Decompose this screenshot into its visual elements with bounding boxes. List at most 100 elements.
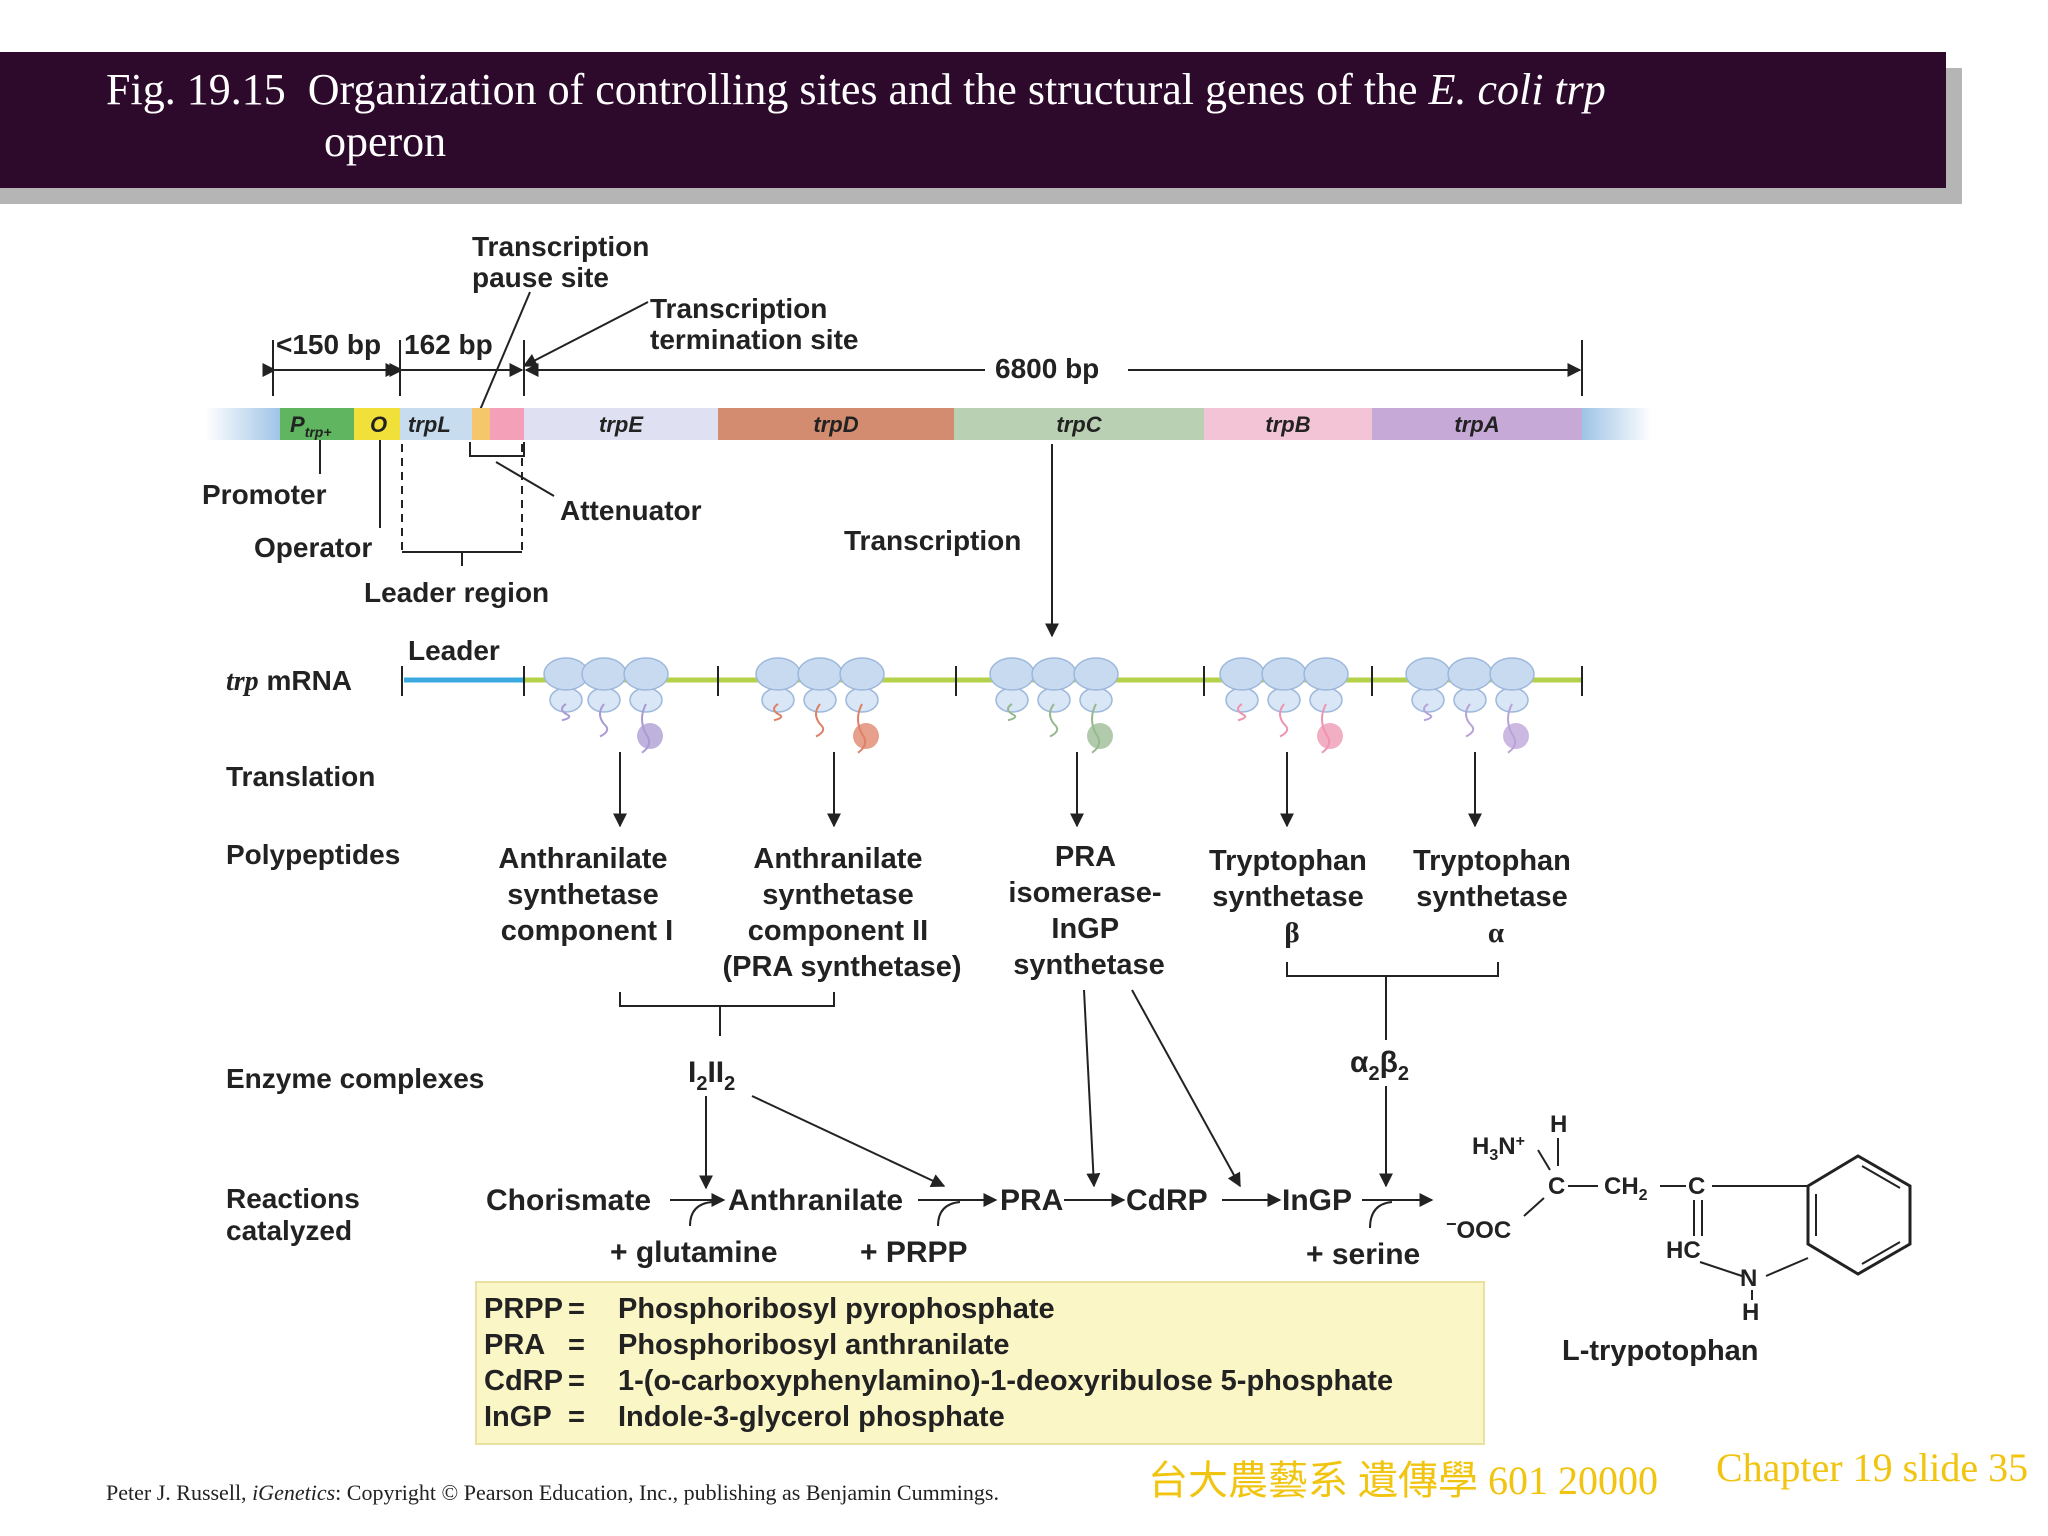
segment-trpE <box>524 408 718 440</box>
complex-bracket-2 <box>1286 962 1499 1040</box>
segment-pause <box>472 408 490 440</box>
segment-attenuator <box>490 408 524 440</box>
trp-nh: H <box>1742 1299 1759 1326</box>
mrna-leader-label: Leader <box>408 635 500 666</box>
trp-bond-n <box>1537 1149 1551 1171</box>
title-bar: Fig. 19.15 Organization of controlling s… <box>0 52 1946 188</box>
segment-label-promoter: Ptrp+ <box>290 412 332 440</box>
segment-trpC <box>954 408 1204 440</box>
reaction-plus-serine: + serine <box>1306 1238 1420 1271</box>
translation-label: Translation <box>226 761 375 792</box>
dna-fade-left <box>205 408 281 440</box>
segment-operator <box>354 408 400 440</box>
segment-label-trpB: trpB <box>1265 412 1310 437</box>
reaction-ingp: InGP <box>1282 1184 1352 1217</box>
attenuator-pointer <box>495 461 555 497</box>
segment-label-trpE: trpE <box>599 412 644 437</box>
ribosome <box>1447 657 1493 738</box>
segment-trpD <box>718 408 954 440</box>
bp-leader-label: 162 bp <box>404 329 493 360</box>
trp-n: N <box>1740 1265 1757 1292</box>
operon-map: Transcription pause site Transcription t… <box>202 231 1652 638</box>
course-footer: 台大農藝系 遺傳學 601 20000 <box>1148 1458 1658 1503</box>
trp-ooc: −OOC <box>1446 1214 1511 1244</box>
reaction-branch-1 <box>689 1201 713 1227</box>
trp-benzene-inner-2 <box>1861 1165 1901 1189</box>
trp-ch2: CH2 <box>1604 1173 1648 1204</box>
segment-label-operator: O <box>370 412 387 437</box>
trp-h3n: H3N+ <box>1472 1133 1525 1164</box>
ribosome-group <box>543 657 1535 754</box>
attenuator-bracket <box>469 442 525 457</box>
figure-title: Organization of controlling sites and th… <box>307 65 1418 114</box>
reactions-label: Reactions catalyzed <box>226 1183 368 1246</box>
transcription-label: Transcription <box>844 525 1021 556</box>
ribosome <box>543 657 589 722</box>
figure-species: E. coli trp <box>1428 65 1606 114</box>
legend-row-pra: PRA=Phosphoribosyl anthranilate <box>484 1329 1010 1361</box>
enzyme-complexes-label: Enzyme complexes <box>226 1063 484 1094</box>
copyright-credit: Peter J. Russell, iGenetics: Copyright ©… <box>106 1480 999 1505</box>
ribosome <box>839 657 885 754</box>
reaction-plus-prpp: + PRPP <box>860 1236 968 1269</box>
trp-alpha-h: H <box>1550 1111 1567 1138</box>
segment-label-trpC: trpC <box>1056 412 1102 437</box>
polypeptide-trpD: Anthranilate synthetase component II (PR… <box>722 843 961 983</box>
promoter-label: Promoter <box>202 479 327 510</box>
ribosome <box>797 657 843 738</box>
reaction-branch-2 <box>937 1201 961 1227</box>
reaction-cdrp: CdRP <box>1126 1184 1208 1217</box>
termination-site-label: Transcription termination site <box>650 293 858 355</box>
reaction-plus-glutamine: + glutamine <box>610 1236 778 1269</box>
ribosome <box>1073 657 1119 754</box>
legend-row-prpp: PRPP=Phosphoribosyl pyrophosphate <box>484 1293 1055 1325</box>
complex-a2b2: α2β2 <box>1350 1046 1409 1085</box>
ribosome <box>1489 657 1535 754</box>
abbreviation-legend: PRPP=Phosphoribosyl pyrophosphate PRA=Ph… <box>475 1281 1485 1445</box>
trp-bond-ring-bottom <box>1765 1257 1809 1277</box>
mrna-strand: trp mRNA Leader <box>226 635 1583 754</box>
title-line-2: operon <box>324 117 447 166</box>
trp-benzene-ring <box>1806 1154 1912 1276</box>
leader-region-label: Leader region <box>364 577 549 608</box>
reaction-pra: PRA <box>1000 1184 1063 1217</box>
polypeptide-trpA: Tryptophan synthetase α <box>1413 845 1579 949</box>
legend-row-cdrp: CdRP=1-(o-carboxyphenylamino)-1-deoxyrib… <box>484 1365 1393 1397</box>
ribosome <box>1219 657 1265 722</box>
segment-label-trpL: trpL <box>408 412 451 437</box>
trp-bond-hc-n <box>1699 1261 1743 1277</box>
segment-trpB <box>1204 408 1372 440</box>
trp-benzene-inner-3 <box>1861 1241 1901 1265</box>
reaction-branch-3 <box>1369 1201 1393 1229</box>
segment-label-trpA: trpA <box>1454 412 1499 437</box>
ribosome <box>1405 657 1451 722</box>
pause-site-pointer <box>479 291 531 411</box>
enzyme-arrow-pra <box>1083 989 1101 1188</box>
reaction-chorismate: Chorismate <box>486 1184 651 1217</box>
ribosome <box>755 657 801 722</box>
complex-bracket-1 <box>619 992 835 1036</box>
polypeptide-trpE: Anthranilate synthetase component I <box>498 843 675 947</box>
dna-fade-right <box>1582 408 1652 440</box>
trp-c-alpha: C <box>1548 1173 1565 1200</box>
bp-promoter-label: <150 bp <box>276 329 381 360</box>
complex-I2II2: I2II2 <box>688 1056 735 1095</box>
polypeptide-trpB: Tryptophan synthetase β <box>1209 845 1375 949</box>
polypeptide-trpC: PRA isomerase- InGP synthetase <box>1008 841 1169 981</box>
mrna-label: trp mRNA <box>226 665 352 697</box>
termination-site-pointer <box>522 301 649 367</box>
leader-region-bracket <box>402 551 522 566</box>
legend-box <box>475 1281 1485 1445</box>
segment-promoter <box>280 408 354 440</box>
trp-c3: C <box>1688 1173 1705 1200</box>
ribosome <box>581 657 627 738</box>
slide-number: Chapter 19 slide 35 <box>1716 1445 2029 1490</box>
polypeptides-label: Polypeptides <box>226 839 400 870</box>
trp-bond-cooh <box>1523 1197 1545 1217</box>
segment-trpA <box>1372 408 1582 440</box>
segment-label-trpD: trpD <box>813 412 858 437</box>
enzyme-arrow-anthranilate <box>751 1095 946 1187</box>
reaction-pathway: Chorismate Anthranilate PRA CdRP InGP + … <box>486 1184 1434 1271</box>
operator-label: Operator <box>254 532 372 563</box>
